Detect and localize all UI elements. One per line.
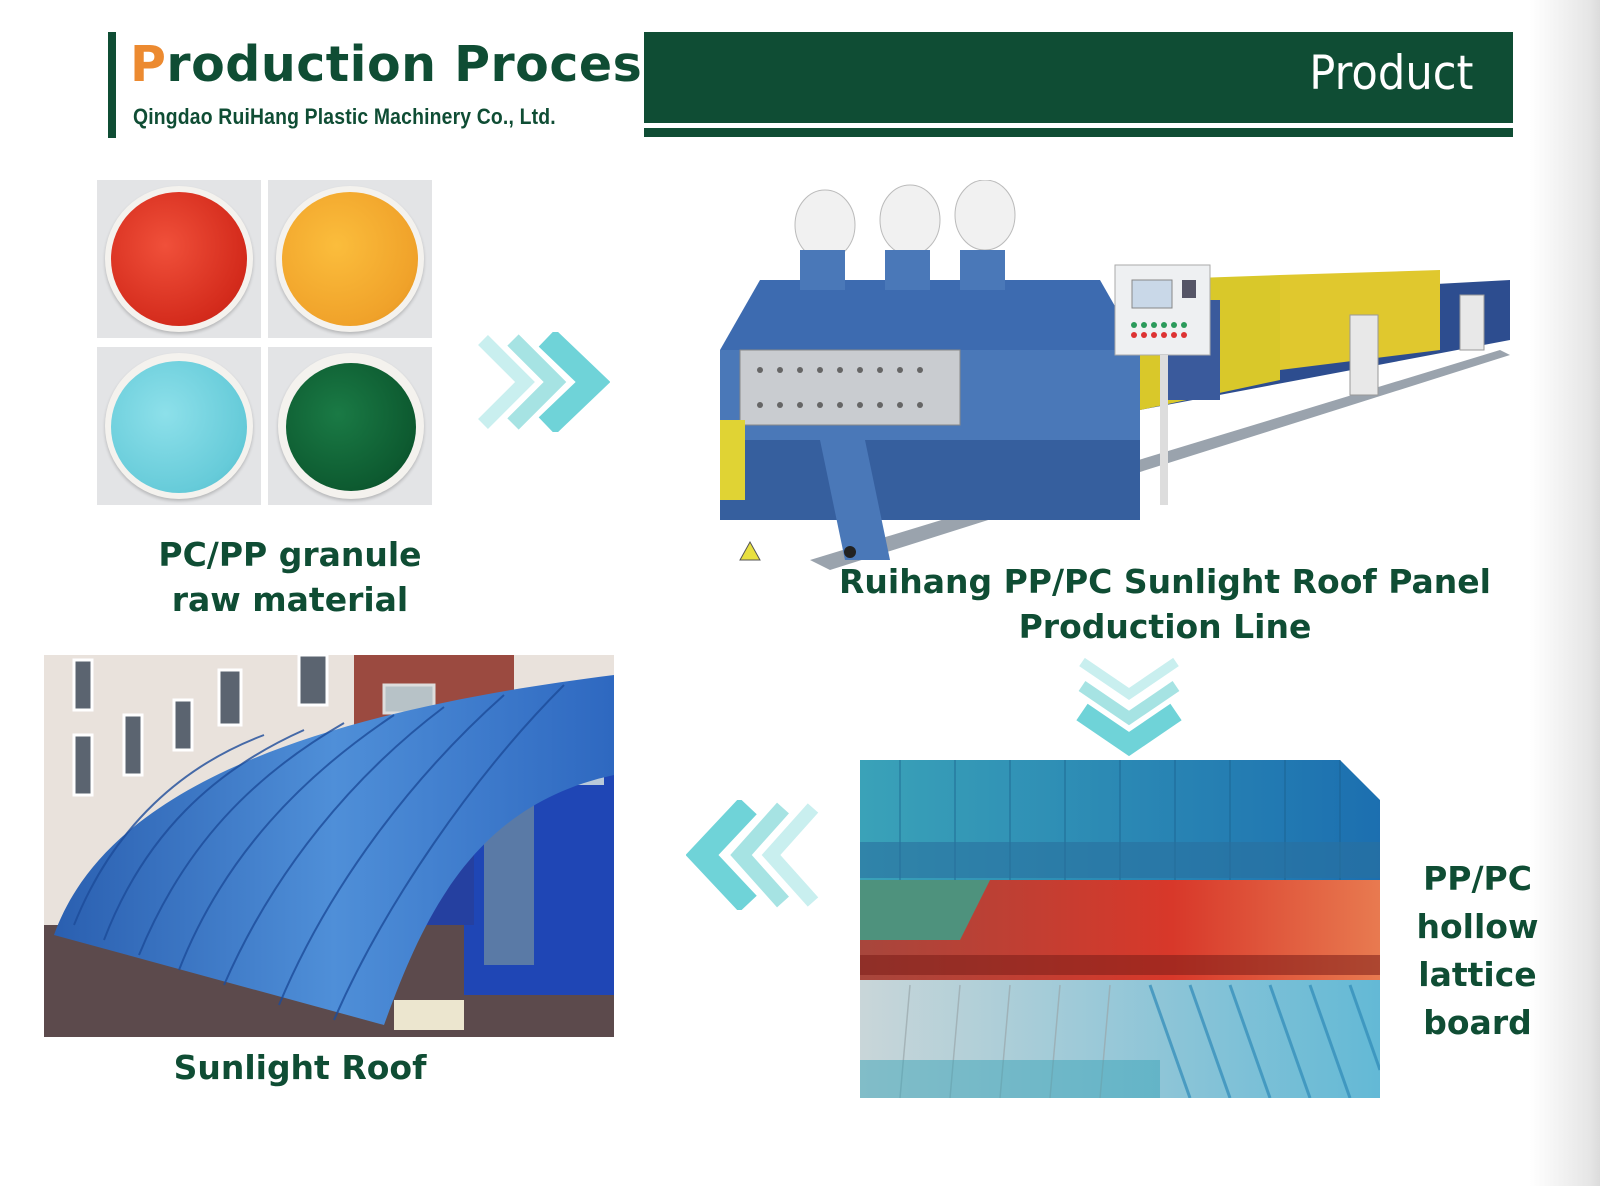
chevron-right-icon <box>478 332 610 432</box>
banner-underline <box>644 128 1513 137</box>
chevron-left-icon <box>686 800 819 910</box>
granule-light-blue <box>97 347 261 505</box>
caption-sunlight-roof: Sunlight Roof <box>173 1048 427 1087</box>
title-accent-bar <box>108 32 116 138</box>
product-banner: Product <box>644 32 1513 123</box>
production-line-photo <box>720 180 1510 570</box>
caption-raw-material: PC/PP granule raw material <box>158 535 422 619</box>
company-name: Qingdao RuiHang Plastic Machinery Co., L… <box>133 104 556 129</box>
chevron-down-icon <box>1076 657 1182 757</box>
granules-photo <box>97 180 432 508</box>
granule-dark-green <box>268 347 432 505</box>
title-rest: roduction Process <box>166 36 672 93</box>
edge-shadow <box>1530 0 1600 1186</box>
hollow-lattice-board-photo <box>860 760 1380 1098</box>
sunlight-roof-photo <box>44 655 614 1037</box>
banner-label: Product <box>1308 46 1473 101</box>
granule-red <box>97 180 261 338</box>
caption-hollow-board: PP/PC hollow lattice board <box>1416 859 1539 1042</box>
title-first-letter: P <box>130 36 167 93</box>
granule-yellow <box>268 180 432 338</box>
caption-production-line: Ruihang PP/PC Sunlight Roof Panel Produc… <box>838 562 1491 646</box>
page-title: Production Process <box>130 36 672 93</box>
